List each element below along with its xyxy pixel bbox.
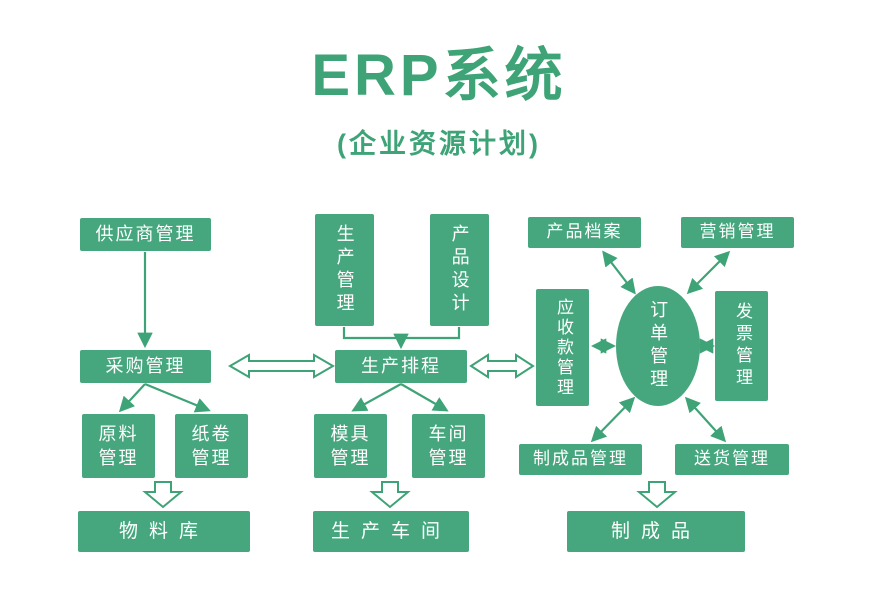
node-production-workshop: 生产车间 [313, 511, 469, 552]
node-material-warehouse: 物料库 [78, 511, 250, 552]
node-paper-roll-management: 纸卷 管理 [175, 414, 248, 478]
node-production-management: 生产管理 [315, 214, 374, 326]
node-label-line: 模具 [330, 423, 371, 444]
node-supplier-management: 供应商管理 [80, 218, 211, 251]
node-product-design: 产品设计 [430, 214, 489, 326]
node-label-line: 管理 [98, 448, 139, 468]
block-arrow-to-finished-products [636, 481, 678, 509]
arrow-order-to-marketing [686, 250, 731, 295]
node-label-line: 管理 [191, 448, 232, 468]
node-marketing-management: 营销管理 [681, 217, 794, 248]
arrow-scheduling-to-workshop [400, 383, 449, 412]
arrow-purchasing-to-raw-material [118, 383, 146, 413]
node-mold-management: 模具 管理 [314, 414, 387, 478]
connector-production-design-join [342, 327, 461, 340]
node-label-line: 管理 [330, 448, 371, 468]
node-finished-product-management: 制成品管理 [519, 444, 642, 475]
node-label-line: 管理 [428, 448, 469, 468]
page-subtitle: (企业资源计划) [337, 129, 541, 159]
node-order-management: 订单管理 [616, 286, 700, 406]
node-receivables-management: 应收款管理 [536, 289, 589, 406]
node-purchasing-management: 采购管理 [80, 350, 211, 383]
node-label-line: 纸卷 [191, 423, 232, 444]
arrow-order-to-archive [602, 250, 636, 295]
arrow-scheduling-to-mold [351, 383, 402, 412]
double-arrow-purchasing-scheduling [228, 353, 335, 379]
block-arrow-to-material-warehouse [142, 481, 184, 509]
node-product-archive: 产品档案 [528, 217, 641, 248]
double-arrow-scheduling-receivables [469, 353, 535, 379]
node-invoice-management: 发票管理 [715, 291, 768, 401]
node-workshop-management: 车间 管理 [412, 414, 485, 478]
node-label-line: 车间 [428, 423, 469, 444]
arrow-order-to-delivery [684, 396, 727, 443]
node-raw-material-management: 原料 管理 [82, 414, 155, 478]
block-arrow-to-production-workshop [369, 481, 411, 509]
page-title: ERP系统 [311, 43, 567, 108]
node-delivery-management: 送货管理 [675, 444, 789, 475]
arrow-purchasing-to-paper-roll [144, 382, 211, 413]
arrow-order-to-finished-mgmt [590, 396, 636, 443]
node-production-scheduling: 生产排程 [335, 350, 467, 383]
node-finished-products: 制成品 [567, 511, 745, 552]
node-label-line: 原料 [98, 423, 139, 444]
